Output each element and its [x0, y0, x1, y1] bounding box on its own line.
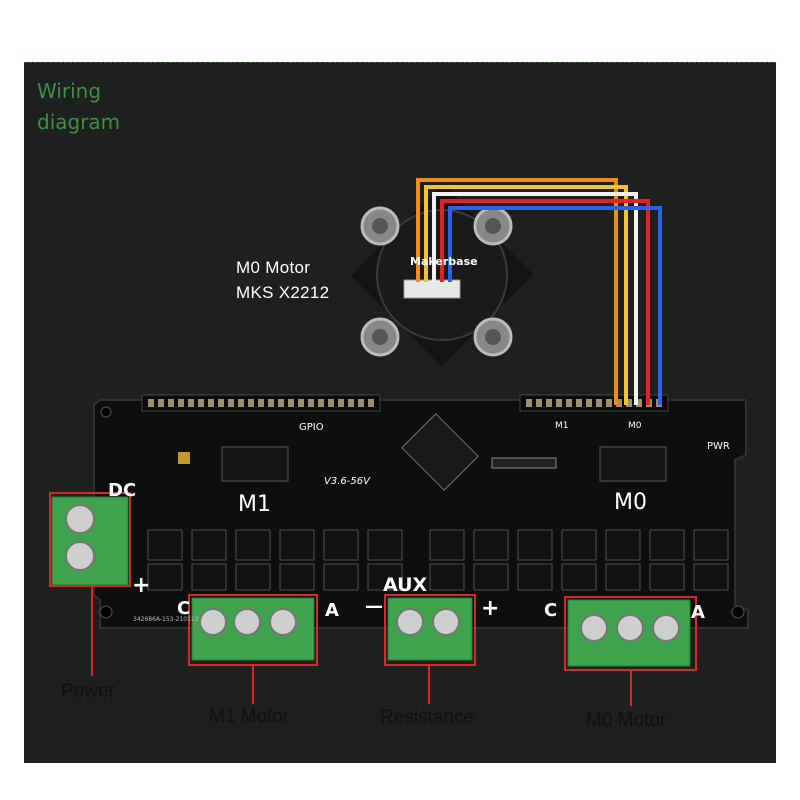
aux-minus-label: — — [365, 596, 383, 617]
gpio-label: GPIO — [299, 422, 324, 433]
m0-board-label: M0 — [614, 490, 647, 515]
controller-board — [93, 394, 749, 629]
diagram-title-line2: diagram — [37, 110, 121, 134]
m0-phase-c-label: C — [544, 600, 558, 621]
motor-encoder-connector — [403, 279, 461, 299]
motor-name-label: M0 Motor — [236, 258, 311, 277]
m1-board-label: M1 — [238, 492, 271, 517]
m1-phase-c-label: C — [177, 598, 191, 619]
m0-terminal — [567, 599, 691, 667]
m0-header-label: M0 — [628, 421, 642, 431]
power-plus-label: + — [132, 573, 151, 598]
m1-header-label: M1 — [555, 421, 569, 431]
status-led-row — [491, 457, 557, 469]
m0-driver-chip — [599, 446, 667, 482]
m0-phase-a-label: A — [691, 602, 705, 623]
version-label: V3.6-56V — [324, 476, 370, 487]
power-terminal — [51, 496, 129, 586]
m1-phase-a-label: A — [325, 600, 339, 621]
resistance-callout-label: Resistance — [380, 707, 474, 728]
serial-number: 342686A-153-210113 — [133, 616, 199, 623]
motor-model-label: MKS X2212 — [236, 283, 330, 302]
power-callout-label: Power — [61, 681, 115, 702]
mcu-chip — [401, 413, 479, 491]
aux-terminal — [387, 597, 473, 661]
aux-plus-label: + — [481, 596, 500, 621]
m1-driver-chip — [221, 446, 289, 482]
m1-motor-callout-label: M1 Motor — [209, 706, 290, 727]
power-callout-box — [49, 492, 131, 587]
dc-label: DC — [108, 480, 137, 501]
pwr-label: PWR — [707, 441, 730, 452]
dfu-switch — [178, 452, 190, 464]
m0-motor-callout-label: M0 Motor — [586, 710, 667, 731]
aux-label: AUX — [383, 574, 428, 596]
m1-terminal — [191, 597, 315, 661]
motor-brand-label: Makerbase — [410, 255, 478, 268]
encoder-wire-bundle — [416, 178, 662, 405]
diagram-title-line1: Wiring — [37, 79, 102, 103]
encoder-header — [519, 394, 669, 412]
